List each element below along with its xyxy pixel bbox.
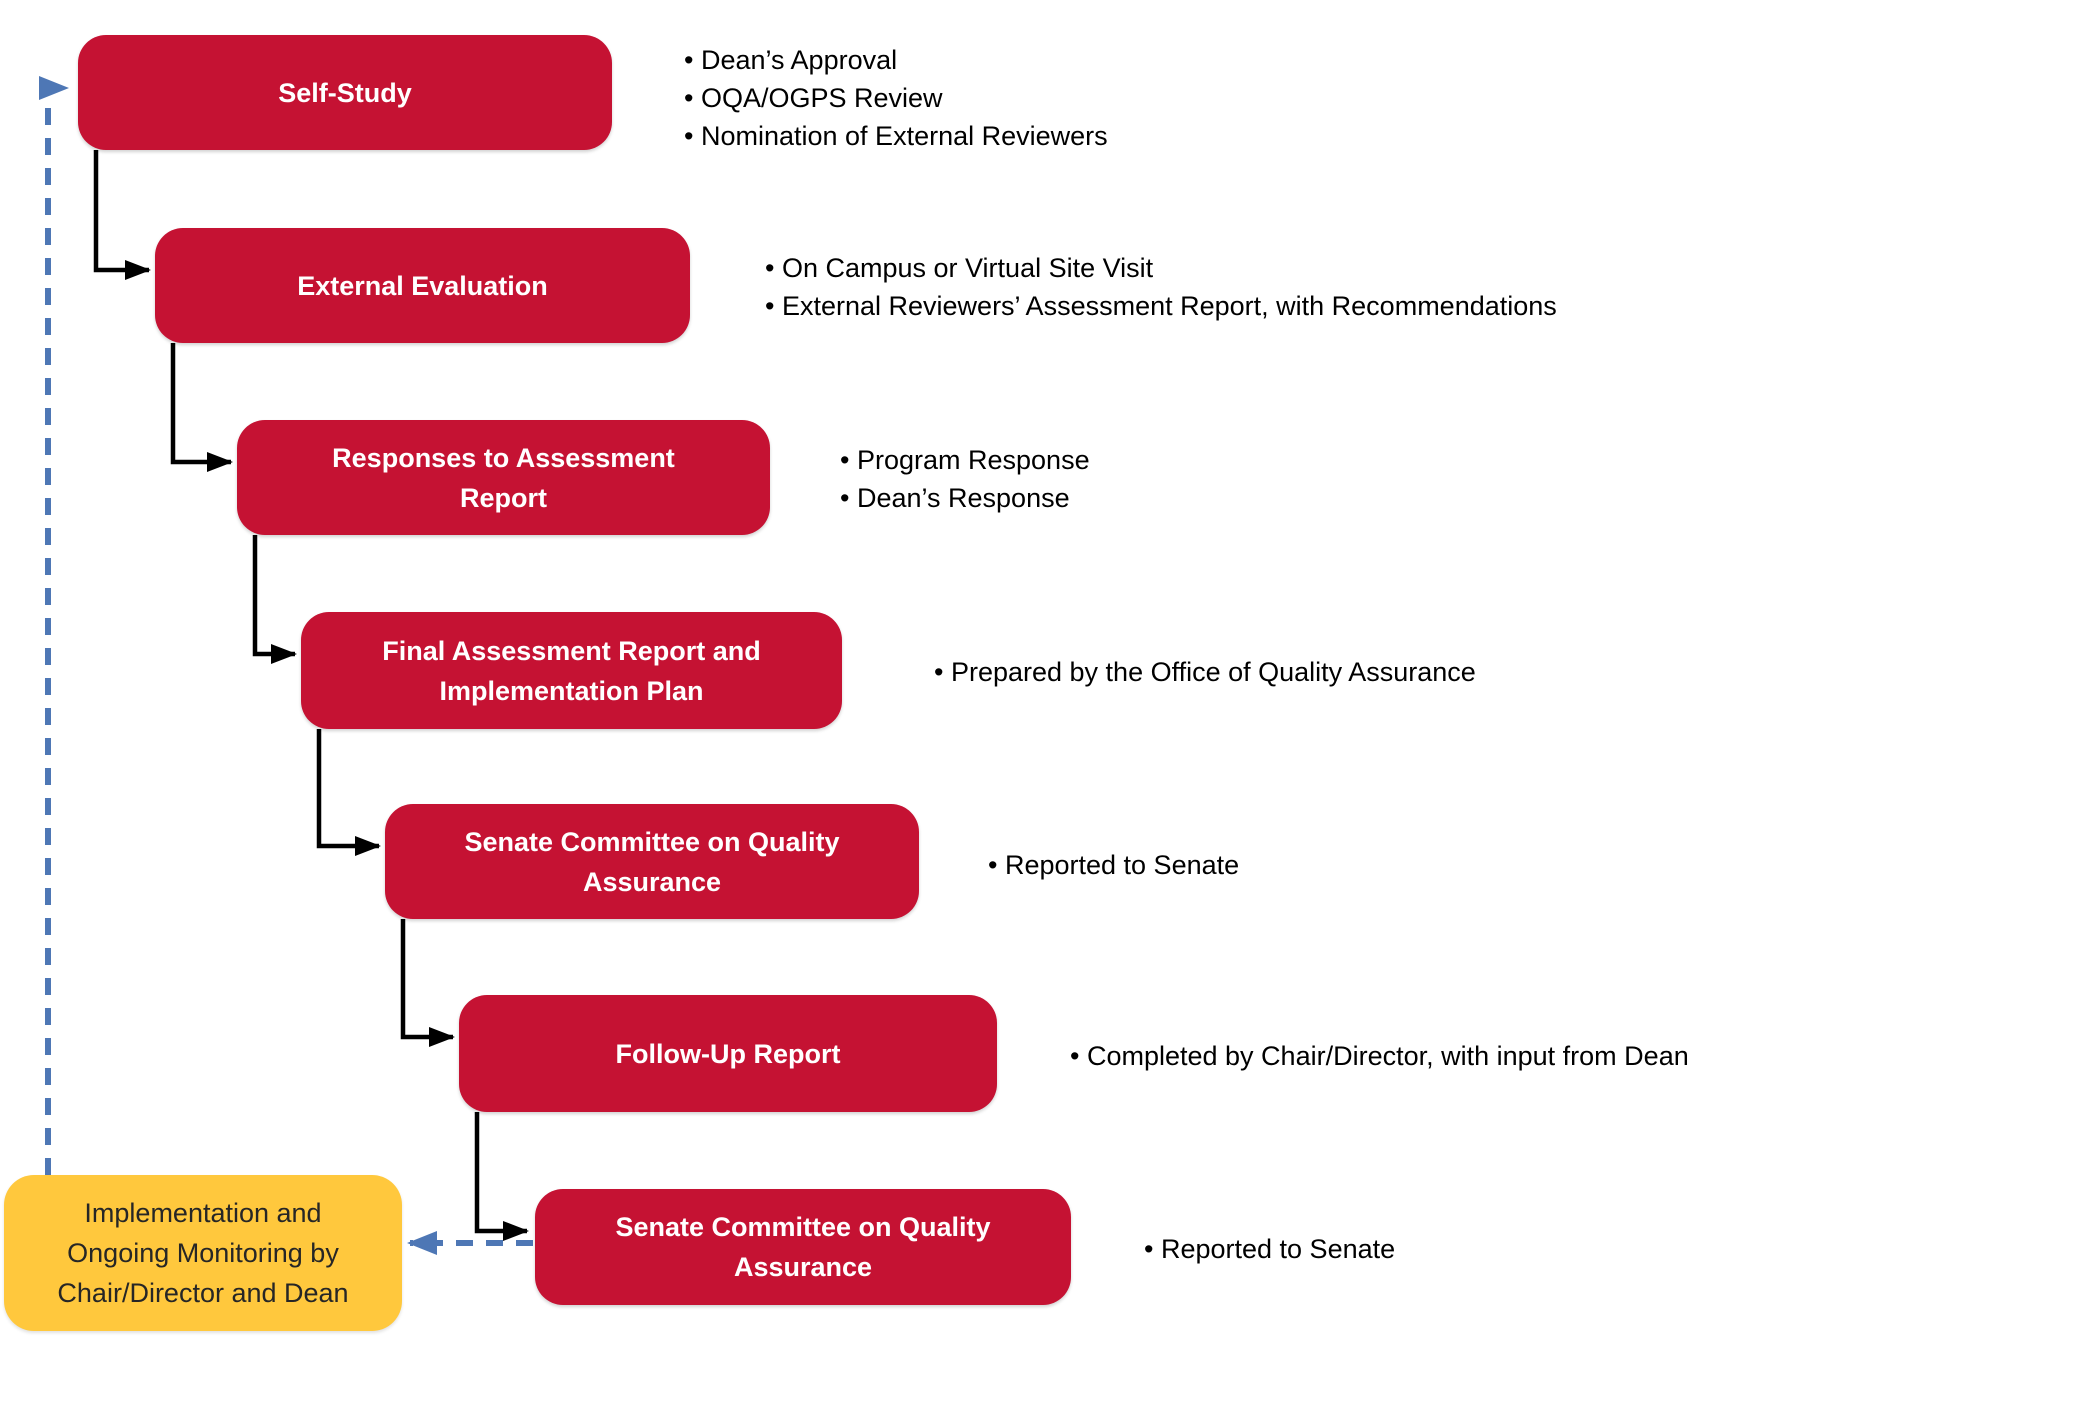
bullets-final-assessment: Prepared by the Office of Quality Assura… [934, 653, 1476, 691]
bullet-item: OQA/OGPS Review [684, 79, 1108, 117]
bullet-item: Dean’s Response [840, 479, 1090, 517]
bullets-follow-up: Completed by Chair/Director, with input … [1070, 1037, 1689, 1075]
step-box-senate-committee-2: Senate Committee on Quality Assurance [535, 1189, 1071, 1305]
connector-step6-step7 [474, 1112, 529, 1241]
connector-step4-step5 [316, 729, 381, 856]
bullet-item: On Campus or Virtual Site Visit [765, 249, 1557, 287]
step-box-self-study: Self-Study [78, 35, 612, 150]
bullet-item: Reported to Senate [1144, 1230, 1395, 1268]
loop-arrow-loopbox-to-step1 [39, 76, 69, 1175]
bullet-item: Reported to Senate [988, 846, 1239, 884]
connector-step2-step3 [170, 343, 233, 472]
bullets-self-study: Dean’s Approval OQA/OGPS Review Nominati… [684, 41, 1108, 155]
bullet-item: Dean’s Approval [684, 41, 1108, 79]
bullets-senate-committee-1: Reported to Senate [988, 846, 1239, 884]
connector-step5-step6 [400, 919, 455, 1047]
bullets-senate-committee-2: Reported to Senate [1144, 1230, 1395, 1268]
bullet-item: Prepared by the Office of Quality Assura… [934, 653, 1476, 691]
bullets-external-evaluation: On Campus or Virtual Site Visit External… [765, 249, 1557, 325]
step-box-final-assessment-report: Final Assessment Report and Implementati… [301, 612, 842, 729]
bullet-item: Program Response [840, 441, 1090, 479]
loop-box-implementation-monitoring: Implementation and Ongoing Monitoring by… [4, 1175, 402, 1331]
bullet-item: External Reviewers’ Assessment Report, w… [765, 287, 1557, 325]
step-box-external-evaluation: External Evaluation [155, 228, 690, 343]
step-box-responses-to-assessment-report: Responses to Assessment Report [237, 420, 770, 535]
step-box-follow-up-report: Follow-Up Report [459, 995, 997, 1112]
connector-step3-step4 [252, 535, 297, 664]
bullet-item: Nomination of External Reviewers [684, 117, 1108, 155]
connector-step1-step2 [93, 150, 151, 280]
step-box-senate-committee-1: Senate Committee on Quality Assurance [385, 804, 919, 919]
bullet-item: Completed by Chair/Director, with input … [1070, 1037, 1689, 1075]
bullets-responses: Program Response Dean’s Response [840, 441, 1090, 517]
